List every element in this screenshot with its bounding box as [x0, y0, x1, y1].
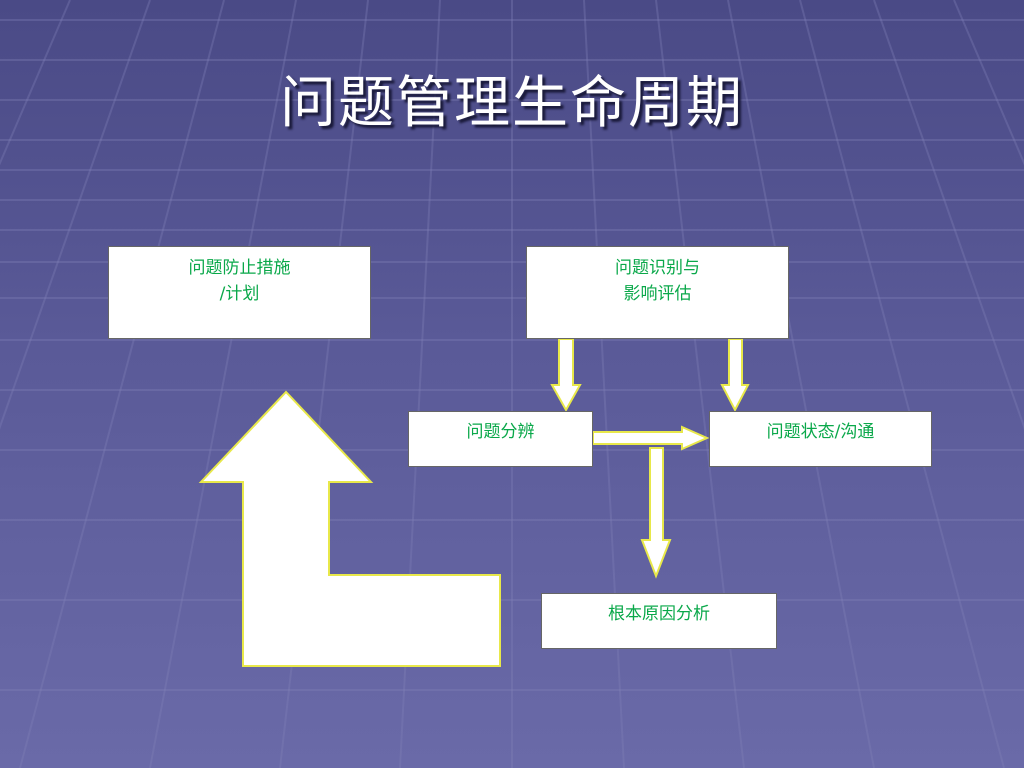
box-problem-diagnosis-label: 问题分辨 — [466, 422, 535, 442]
arrow-to-root-cause — [640, 447, 672, 579]
box-problem-status-communication: 问题状态/沟通 — [709, 411, 932, 467]
box-problem-prevention: 问题防止措施 /计划 — [108, 246, 371, 339]
box-problem-prevention-line1: 问题防止措施 — [188, 258, 291, 278]
box-problem-status-label: 问题状态/沟通 — [766, 422, 875, 442]
box-root-cause-analysis: 根本原因分析 — [541, 593, 777, 649]
slide-title: 问题管理生命周期 — [280, 71, 744, 136]
box-problem-identification-line1: 问题识别与 — [615, 258, 700, 278]
box-problem-identification-line2: 影响评估 — [623, 284, 692, 304]
box-problem-diagnosis: 问题分辨 — [408, 411, 593, 467]
arrow-identify-to-diagnose — [550, 338, 582, 413]
arrow-diagnose-to-status — [592, 425, 710, 451]
box-problem-prevention-line2: /计划 — [219, 284, 260, 304]
box-root-cause-label: 根本原因分析 — [608, 604, 710, 624]
box-problem-identification: 问题识别与 影响评估 — [526, 246, 789, 339]
big-up-arrow — [198, 390, 501, 667]
arrow-identify-to-status — [720, 338, 750, 413]
